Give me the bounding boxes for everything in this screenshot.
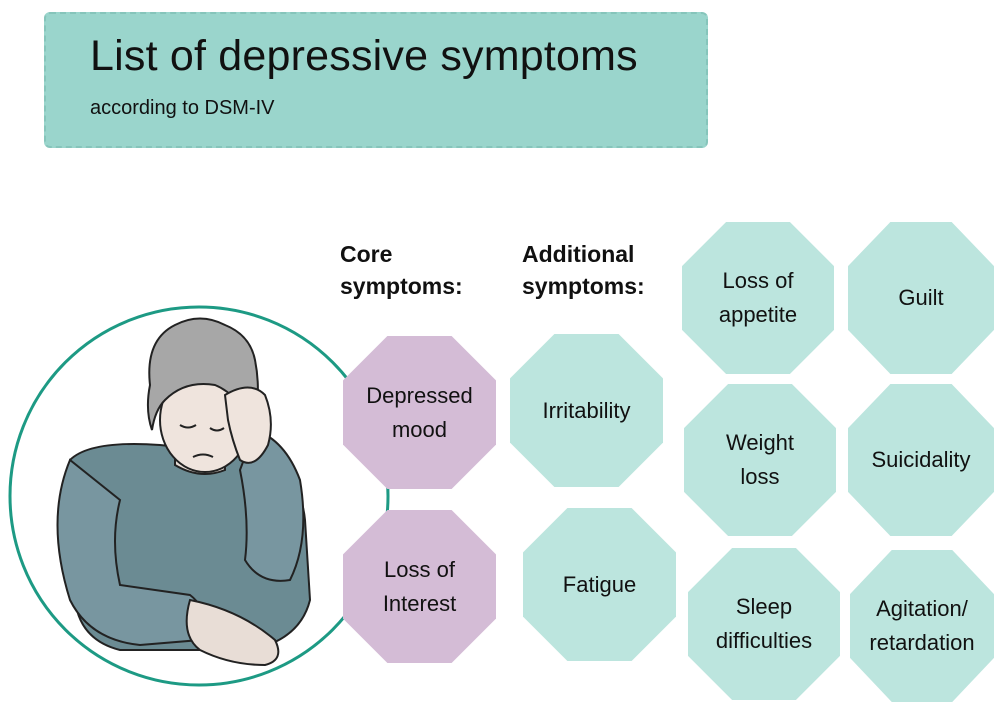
symptom-irritability: Irritability xyxy=(510,334,663,487)
symptom-loss-of-appetite: Loss of appetite xyxy=(682,222,834,374)
core-symptoms-heading: Core symptoms: xyxy=(340,238,463,302)
symptom-depressed-mood: Depressed mood xyxy=(343,336,496,489)
symptom-fatigue: Fatigue xyxy=(523,508,676,661)
symptom-weight-loss: Weight loss xyxy=(684,384,836,536)
symptom-agitation-retardation: Agitation/ retardation xyxy=(850,550,994,702)
symptom-sleep-difficulties: Sleep difficulties xyxy=(688,548,840,700)
symptom-loss-of-interest: Loss of Interest xyxy=(343,510,496,663)
additional-symptoms-heading: Additional symptoms: xyxy=(522,238,645,302)
symptom-guilt: Guilt xyxy=(848,222,994,374)
symptom-suicidality: Suicidality xyxy=(848,384,994,536)
